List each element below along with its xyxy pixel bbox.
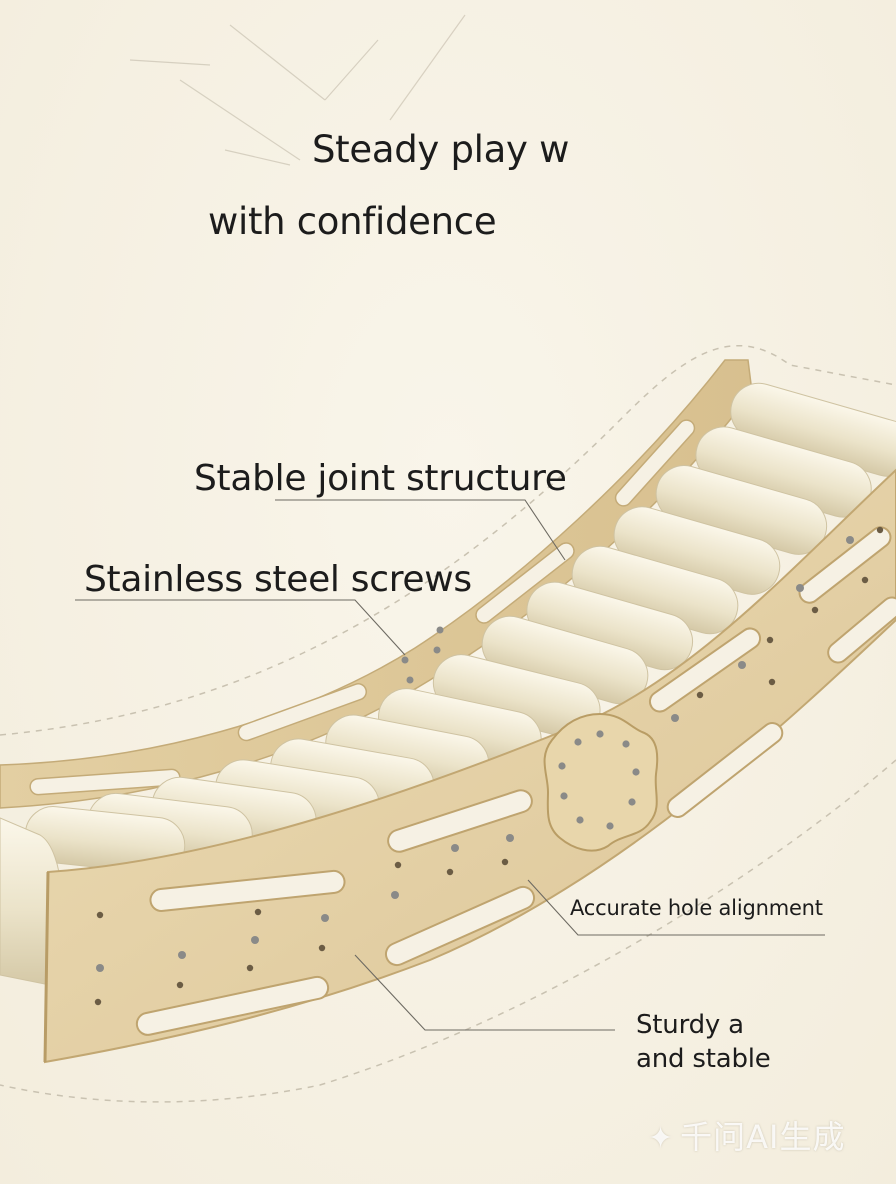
callout-steel-screws: Stainless steel screws <box>84 559 472 600</box>
watermark: ✦千问AI生成 <box>648 1112 845 1158</box>
callout-sturdy-line-1: Sturdy a <box>636 1010 744 1040</box>
sparkle-icon: ✦ <box>648 1121 675 1156</box>
callout-sturdy-line-2: and stable <box>636 1044 771 1074</box>
watermark-text: 千问AI生成 <box>680 1118 846 1156</box>
joint-screws <box>401 626 444 684</box>
headline-line-1: Steady play w <box>312 128 570 171</box>
front-rail-edge <box>43 871 50 1063</box>
headline-line-2: with confidence <box>208 200 497 243</box>
callout-sturdy-stable: Sturdy a and stable <box>636 1008 771 1076</box>
callout-joint-structure: Stable joint structure <box>194 458 567 499</box>
joint-plate <box>543 712 659 852</box>
leader-lines <box>75 499 825 1031</box>
screw-holes <box>94 526 884 1006</box>
front-rail-slots <box>135 526 896 1036</box>
callout-hole-alignment: Accurate hole alignment <box>570 896 823 920</box>
back-rail-slots <box>29 419 696 796</box>
dashed-outline <box>0 345 896 1103</box>
sketch-lines <box>129 14 466 166</box>
